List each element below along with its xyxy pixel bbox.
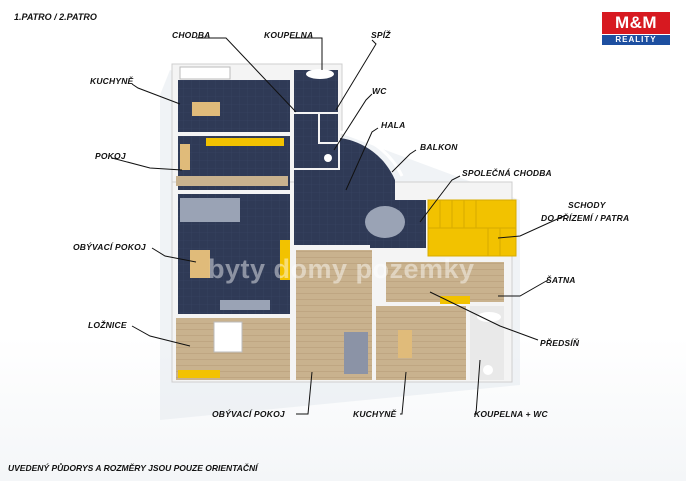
- logo-subtitle: REALITY: [602, 35, 670, 45]
- label-spolecna-chodba: SPOLEČNÁ CHODBA: [462, 168, 552, 178]
- label-hala: HALA: [381, 120, 406, 130]
- room-kuchyne-bottom: [376, 306, 466, 380]
- label-kuchyne-top: KUCHYNĚ: [90, 76, 134, 86]
- label-pokoj: POKOJ: [95, 151, 126, 161]
- watermark: byty domy pozemky: [208, 254, 475, 284]
- room-chodba: [232, 80, 290, 132]
- label-kuchyne-bottom: KUCHYNĚ: [353, 409, 397, 419]
- label-balkon: BALKON: [420, 142, 458, 152]
- label-obyvaci-pokoj-bottom: OBÝVACÍ POKOJ: [212, 409, 285, 419]
- label-schody-line1: SCHODY: [568, 200, 606, 210]
- label-chodba: CHODBA: [172, 30, 211, 40]
- logo-brand: M&M: [602, 12, 670, 34]
- label-koupelna: KOUPELNA: [264, 30, 314, 40]
- label-schody-line2: DO PŘÍZEMÍ / PATRA: [541, 213, 630, 223]
- label-obyvaci-pokoj-left: OBÝVACÍ POKOJ: [73, 242, 146, 252]
- label-wc: WC: [372, 86, 387, 96]
- label-satna: ŠATNA: [546, 275, 576, 285]
- label-spiz: SPÍŽ: [371, 30, 391, 40]
- floor-title: 1.PATRO / 2.PATRO: [14, 12, 97, 22]
- label-predsin: PŘEDSÍŇ: [540, 338, 580, 348]
- balkon-curve: [339, 130, 404, 177]
- brand-logo: M&M REALITY: [602, 12, 670, 46]
- room-satna: [466, 262, 504, 302]
- disclaimer: UVEDENÝ PŮDORYS A ROZMĚRY JSOU POUZE ORI…: [8, 463, 258, 473]
- room-hallway-top: [294, 114, 318, 168]
- room-predsin: [386, 262, 466, 302]
- label-koupelna-wc: KOUPELNA + WC: [474, 409, 548, 419]
- room-spiz: [320, 114, 338, 142]
- label-loznice: LOŽNICE: [88, 320, 127, 330]
